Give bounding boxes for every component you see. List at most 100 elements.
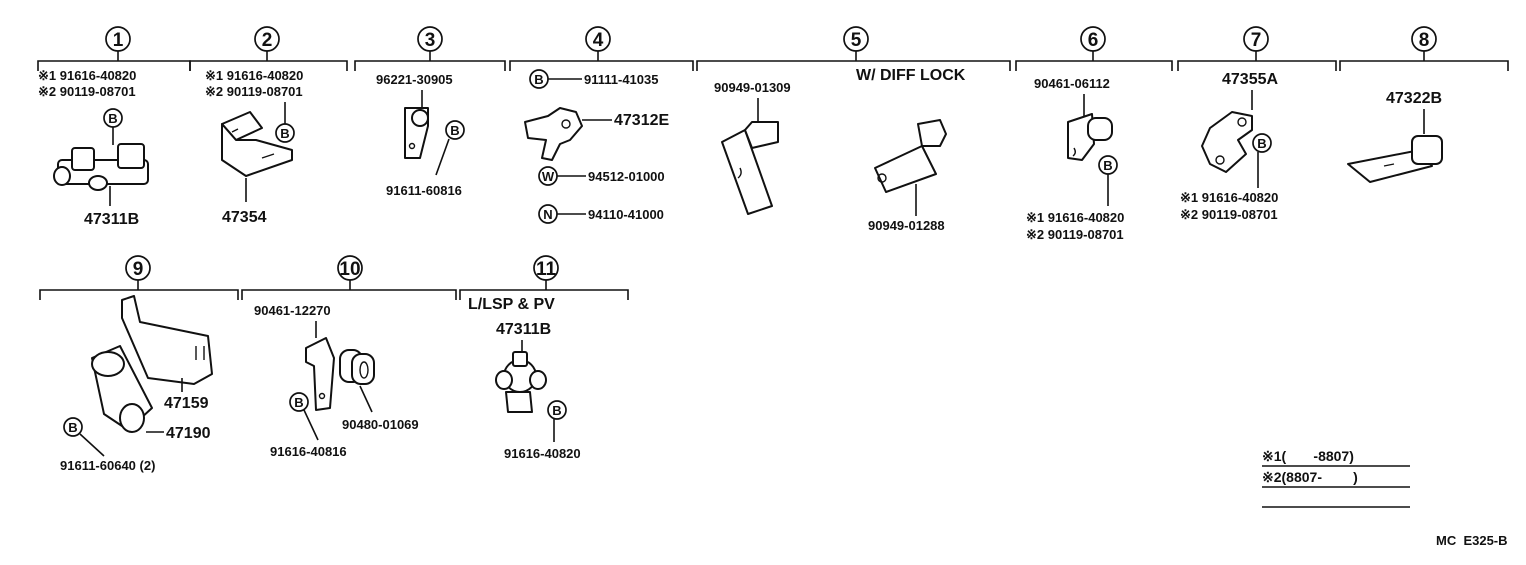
group-number: 9	[133, 259, 144, 280]
legend-row-2: ※2(8807- )	[1262, 469, 1358, 485]
bracket-part-90949-01309	[721, 121, 779, 215]
b-marker	[63, 417, 83, 437]
group-7: 7 47355A B ※1 91616-40820 ※2 90119-08701	[1177, 26, 1337, 222]
b-marker-letter: B	[552, 403, 561, 418]
w-marker-letter: W	[542, 169, 555, 184]
kome2-label: ※2 90119-08701	[38, 84, 136, 99]
kome2-label: ※2 90119-08701	[1180, 207, 1278, 222]
kome2-label: ※2 90119-08701	[205, 84, 303, 99]
part-number-top: 90461-12270	[254, 303, 331, 318]
group-number: 10	[339, 259, 360, 280]
part-number-right: 90480-01069	[342, 417, 419, 432]
part-number-bottom: 91616-40816	[270, 444, 347, 459]
part1-number: 47159	[164, 395, 209, 412]
group-6: 6 90461-06112 B ※1 91616-40820 ※2 90119-…	[1015, 26, 1173, 242]
legend-underlines	[1262, 465, 1410, 508]
group-bracket	[241, 280, 457, 300]
group-9: 9 47159 47190 B 91611-60640 (2)	[39, 255, 239, 473]
part-number: 47312E	[614, 112, 669, 129]
group-bracket	[189, 51, 348, 71]
group-number: 1	[113, 30, 124, 51]
group-10: 10 90461-12270 90480-01069 B 91616-40816	[241, 255, 457, 459]
leader-line	[435, 138, 450, 176]
cylinder-part-47190	[91, 345, 153, 433]
part-number: 47311B	[84, 211, 139, 228]
group-bracket	[1339, 51, 1509, 71]
left-part-number: 90949-01309	[714, 80, 791, 95]
leader-line	[79, 433, 105, 457]
kome1-label: ※1 91616-40820	[205, 68, 303, 83]
leader-line	[359, 385, 373, 413]
clamp-part-90461-12270	[305, 337, 335, 411]
b-marker	[1252, 133, 1272, 153]
valve-part-47311b-lsp	[495, 351, 547, 413]
caption-diff-lock: W/ DIFF LOCK	[856, 67, 966, 84]
n-marker-letter: N	[543, 207, 552, 222]
right-part-number: 90949-01288	[868, 218, 945, 233]
clamp-part-96221	[404, 107, 429, 159]
b-marker-letter: B	[534, 72, 543, 87]
group-4: 4 B 91111-41035 47312E W 94512-01000 N 9…	[509, 26, 694, 224]
group-number: 6	[1088, 30, 1099, 51]
grommet-part-90480-01069	[339, 349, 375, 385]
group-number: 4	[593, 30, 604, 51]
drawing-code: MC E325-B	[1436, 533, 1508, 548]
washer-number: 94512-01000	[588, 169, 665, 184]
bracket-part-90949-01288	[874, 119, 947, 193]
bracket-part-47159	[121, 295, 213, 385]
valve-part-47311b	[53, 143, 149, 191]
b-marker	[289, 392, 309, 412]
b-marker	[547, 400, 567, 420]
part-number-bottom: 91611-60640 (2)	[60, 458, 155, 473]
group-5: 5 90949-01309 W/ DIFF LOCK 90949-01288	[696, 26, 1011, 233]
bracket-part-47355a	[1201, 111, 1253, 173]
group-bracket	[1015, 51, 1173, 71]
part-number-top: 47322B	[1386, 90, 1442, 107]
b-marker-letter: B	[108, 111, 117, 126]
group-11: 11 L/LSP & PV 47311B B 91616-40820	[459, 255, 629, 461]
b-marker-letter: B	[1103, 158, 1112, 173]
kome1-label: ※1 91616-40820	[1180, 190, 1278, 205]
group-number: 3	[425, 30, 436, 51]
group-number: 5	[851, 30, 862, 51]
part-number-bottom: 91616-40820	[504, 446, 581, 461]
nut-number: 94110-41000	[588, 207, 664, 222]
legend: ※1( -8807) ※2(8807- )	[1262, 448, 1410, 508]
group-1: 1 ※1 91616-40820 ※2 90119-08701 B 47311B	[37, 26, 191, 228]
b-marker	[445, 120, 465, 140]
kome2-label: ※2 90119-08701	[1026, 227, 1124, 242]
bracket-part-47322b	[1347, 135, 1443, 183]
b-marker-letter: B	[280, 126, 289, 141]
legend-row-1: ※1( -8807)	[1262, 448, 1354, 464]
group-3: 3 96221-30905 B 91611-60816	[354, 26, 506, 198]
group-bracket	[354, 51, 506, 71]
b-marker-letter: B	[450, 123, 459, 138]
clamp-part-90461-06112	[1067, 113, 1113, 161]
group-number: 7	[1251, 30, 1262, 51]
group-bracket	[1177, 51, 1337, 71]
group-bracket	[509, 51, 694, 71]
part-number-top: 96221-30905	[376, 72, 453, 87]
part-number-top: 47355A	[1222, 71, 1278, 88]
part-number: 47354	[222, 209, 267, 226]
bracket-part-47354	[221, 111, 293, 177]
b-marker-letter: B	[294, 395, 303, 410]
group-number: 8	[1419, 30, 1430, 51]
lever-part-47312e	[524, 107, 583, 161]
b-marker-letter: B	[1257, 136, 1266, 151]
part-number-top: 47311B	[496, 321, 551, 338]
group-number: 11	[536, 259, 557, 280]
b-marker-letter: B	[68, 420, 77, 435]
group-8: 8 47322B	[1339, 26, 1509, 183]
bolt-number: 91111-41035	[584, 72, 658, 87]
part-number-bottom: 91611-60816	[386, 183, 462, 198]
group-bracket	[459, 280, 629, 300]
part-number-top: 90461-06112	[1034, 76, 1110, 91]
group-bracket	[39, 280, 239, 300]
group-2: 2 ※1 91616-40820 ※2 90119-08701 B 47354	[189, 26, 348, 226]
group-bracket	[696, 51, 1011, 71]
part2-number: 47190	[166, 425, 211, 442]
leader-line	[303, 409, 319, 441]
caption-l-lsp-pv: L/LSP & PV	[468, 296, 555, 313]
